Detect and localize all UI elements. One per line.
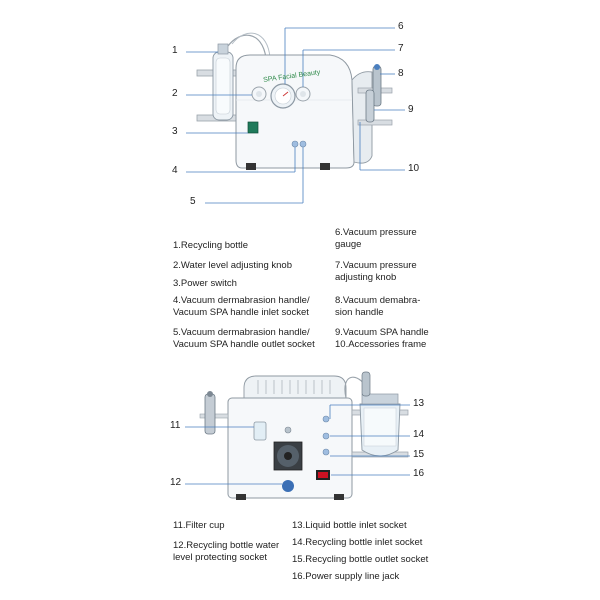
legend-item: 3.Power switch <box>173 278 237 289</box>
callout-16: 16 <box>413 468 425 479</box>
legend-item: sion handle <box>335 307 384 318</box>
accessories-frame <box>357 64 393 126</box>
callout-3: 3 <box>172 126 178 137</box>
callout-9: 9 <box>408 104 414 115</box>
callout-11: 11 <box>170 420 181 431</box>
callout-4: 4 <box>172 165 178 176</box>
legend-item: 1.Recycling bottle <box>173 240 248 251</box>
legend-item: 10.Accessories frame <box>335 339 427 350</box>
legend-item: 7.Vacuum pressure <box>335 260 417 271</box>
legend-item: 13.Liquid bottle inlet socket <box>292 520 407 531</box>
callout-1: 1 <box>172 45 178 56</box>
callout-10: 10 <box>408 163 420 174</box>
back-leader-lines <box>185 404 410 485</box>
callout-14: 14 <box>413 429 425 440</box>
callout-5: 5 <box>190 196 196 207</box>
legend-item: 15.Recycling bottle outlet socket <box>292 554 429 565</box>
recycling-bottle-rack <box>196 32 271 122</box>
front-controls <box>247 83 311 148</box>
back-liquid-bottle <box>344 371 409 458</box>
legend-item: Vacuum SPA handle outlet socket <box>173 339 315 350</box>
callout-12: 12 <box>170 477 182 488</box>
legend-item: 6.Vacuum pressure <box>335 227 417 238</box>
legend-item: 16.Power supply line jack <box>292 571 400 582</box>
legend-item: 8.Vacuum demabra- <box>335 295 421 306</box>
legend-item: gauge <box>335 239 362 250</box>
callout-15: 15 <box>413 449 425 460</box>
legend-item: Vacuum SPA handle inlet socket <box>173 307 309 318</box>
callout-7: 7 <box>398 43 404 54</box>
front-leader-lines <box>186 27 405 204</box>
callout-6: 6 <box>398 21 404 32</box>
callout-13: 13 <box>413 398 425 409</box>
legend-item: 2.Water level adjusting knob <box>173 260 292 271</box>
legend-item: 5.Vacuum dermabrasion handle/ <box>173 327 310 338</box>
legend-item: 9.Vacuum SPA handle <box>335 327 429 338</box>
legend-item: 12.Recycling bottle water <box>173 540 280 551</box>
legend-item: 4.Vacuum dermabrasion handle/ <box>173 295 310 306</box>
legend-item: 14.Recycling bottle inlet socket <box>292 537 423 548</box>
callout-8: 8 <box>398 68 404 79</box>
back-left-holder <box>199 391 229 435</box>
legend-item: 11.Filter cup <box>173 520 225 531</box>
legend-item: adjusting knob <box>335 272 397 283</box>
callout-2: 2 <box>172 88 178 99</box>
back-main-body <box>227 375 353 500</box>
legend-item: level protecting socket <box>173 552 267 563</box>
